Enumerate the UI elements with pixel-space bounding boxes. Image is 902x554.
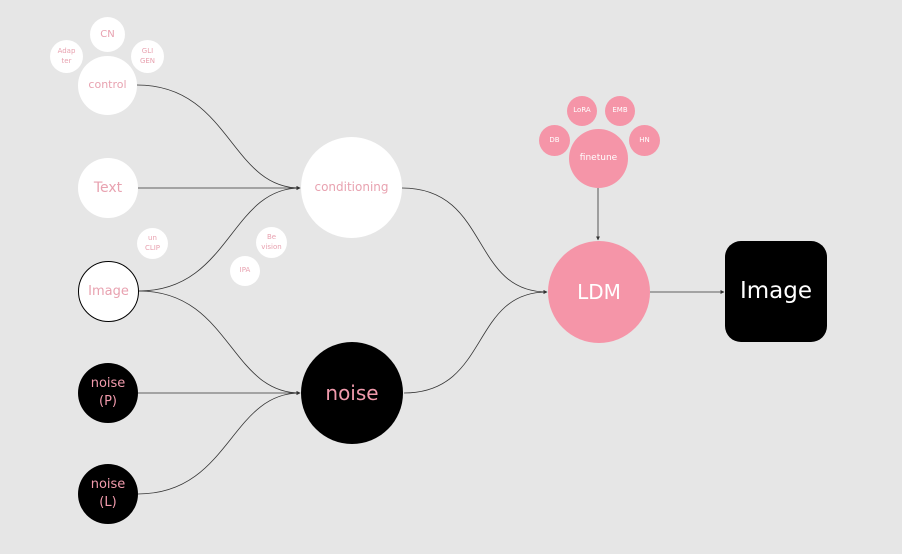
node-image-input: Image <box>78 261 139 322</box>
edge-control-conditioning <box>136 84 301 190</box>
node-noise: noise <box>301 342 403 444</box>
node-text: Text <box>78 158 138 218</box>
edge-noise-ldm <box>403 290 548 394</box>
node-lora: LoRA <box>567 96 597 126</box>
node-conditioning: conditioning <box>301 137 402 238</box>
node-noise-p: noise (P) <box>78 363 138 423</box>
node-hn: HN <box>629 125 660 156</box>
node-cn: CN <box>90 17 125 52</box>
edge-conditioning-ldm <box>401 187 548 294</box>
edge-noisel-noise <box>137 391 301 495</box>
node-noise-l: noise (L) <box>78 464 138 524</box>
node-gligen: GLI GEN <box>131 40 164 73</box>
node-ipa: IPA <box>230 256 260 286</box>
node-bevision: Be vision <box>256 227 287 258</box>
node-ldm: LDM <box>548 241 650 343</box>
node-unclip: un CLIP <box>137 228 168 259</box>
node-finetune: finetune <box>569 129 628 188</box>
edge-image-noise <box>138 290 301 395</box>
node-db: DB <box>539 125 570 156</box>
node-emb: EMB <box>605 96 635 126</box>
node-control: control <box>78 56 137 115</box>
node-image-output: Image <box>725 241 827 342</box>
edge-image-conditioning <box>138 186 301 292</box>
node-adapter: Adap ter <box>50 40 83 73</box>
